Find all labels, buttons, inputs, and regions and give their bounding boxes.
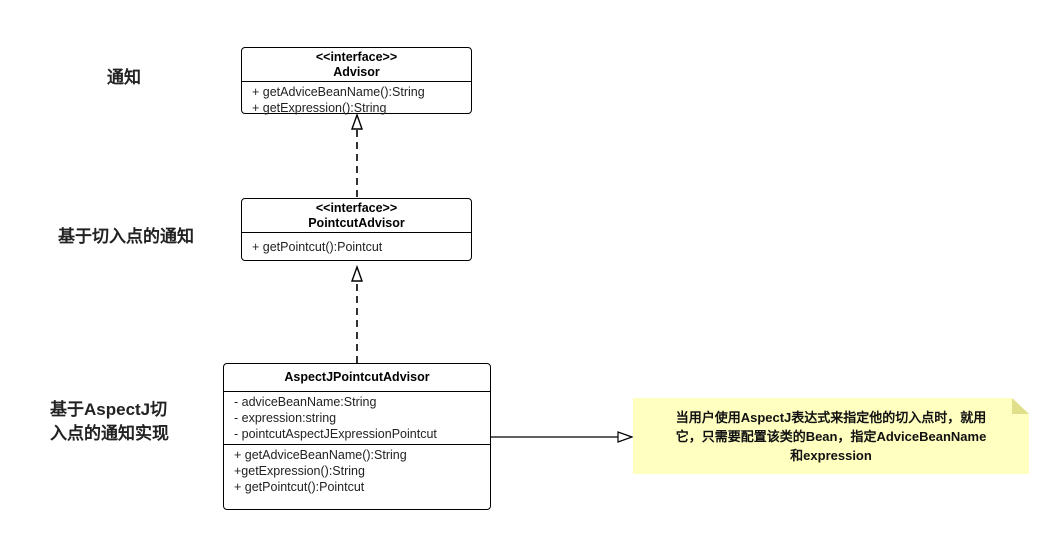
- field-section: - adviceBeanName:String - expression:str…: [224, 392, 490, 444]
- note-line: 它，只需要配置该类的Bean，指定AdviceBeanName: [675, 429, 987, 444]
- class-name: PointcutAdvisor: [308, 216, 405, 230]
- label-pointcut-advisor: 基于切入点的通知: [58, 227, 194, 246]
- method-row: + getAdviceBeanName():String: [234, 448, 407, 462]
- stereotype-label: <<interface>>: [315, 50, 398, 64]
- label-aspectj-advisor-line1: 基于AspectJ切: [50, 400, 168, 419]
- class-advisor[interactable]: <<interface>> Advisor + getAdviceBeanNam…: [241, 47, 472, 115]
- field-row: - adviceBeanName:String: [234, 395, 377, 409]
- label-advisor: 通知: [107, 68, 141, 87]
- method-row: +getExpression():String: [234, 464, 365, 478]
- class-advisor-header: <<interface>> Advisor: [242, 48, 471, 82]
- note-fold: [1012, 398, 1029, 414]
- method-row: + getPointcut():Pointcut: [252, 240, 383, 254]
- stereotype-label: <<interface>>: [315, 201, 398, 215]
- method-section: + getPointcut():Pointcut: [242, 233, 471, 257]
- method-section: + getAdviceBeanName():String + getExpres…: [242, 82, 471, 118]
- method-section: + getAdviceBeanName():String +getExpress…: [224, 444, 490, 497]
- method-row: + getAdviceBeanName():String: [252, 85, 425, 99]
- field-row: - pointcutAspectJExpressionPointcut: [234, 427, 437, 441]
- note-arrowhead: [617, 431, 634, 443]
- method-row: + getPointcut():Pointcut: [234, 480, 365, 494]
- note-shape: [633, 398, 1029, 474]
- note-text[interactable]: 当用户使用AspectJ表达式来指定他的切入点时，就用 它，只需要配置该类的Be…: [636, 408, 1026, 465]
- hollow-arrowhead-pointcut-advisor: [351, 264, 363, 282]
- class-aspectj-pointcut-advisor[interactable]: AspectJPointcutAdvisor - adviceBeanName:…: [223, 363, 491, 510]
- note-line: 当用户使用AspectJ表达式来指定他的切入点时，就用: [675, 410, 987, 425]
- field-row: - expression:string: [234, 411, 337, 425]
- class-aspectj-header: AspectJPointcutAdvisor: [224, 364, 490, 392]
- note-line: 和expression: [790, 448, 872, 463]
- label-aspectj-advisor-line2: 入点的通知实现: [50, 424, 169, 443]
- method-row: + getExpression():String: [252, 101, 387, 115]
- class-name: AspectJPointcutAdvisor: [284, 370, 430, 384]
- class-pointcut-advisor-header: <<interface>> PointcutAdvisor: [242, 199, 471, 233]
- class-pointcut-advisor[interactable]: <<interface>> PointcutAdvisor + getPoint…: [241, 198, 472, 261]
- class-name: Advisor: [333, 65, 380, 79]
- hollow-arrowhead-advisor: [351, 112, 363, 130]
